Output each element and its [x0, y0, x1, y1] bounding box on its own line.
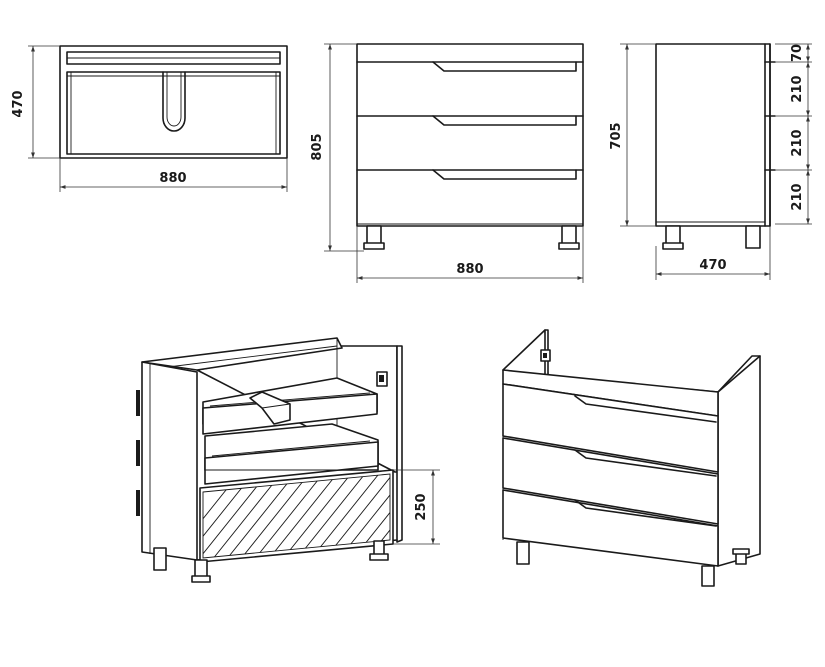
front-width-label: 880 — [456, 262, 483, 277]
side-height-label: 705 — [609, 122, 624, 149]
front-view: 805 880 — [310, 43, 584, 283]
iso-open-middle-drawer-front — [204, 441, 379, 485]
front-drawer-handle — [432, 169, 577, 180]
iso-closed-leg-front-right — [701, 565, 715, 587]
side-drawer-label-3: 210 — [790, 129, 805, 156]
top-depth-label: 470 — [11, 90, 26, 117]
front-drawer-handle — [432, 61, 577, 72]
iso-closed-leg-left — [516, 541, 530, 565]
side-view-outline — [655, 43, 771, 227]
side-view: 705 470 70 210 210 210 — [609, 43, 812, 280]
iso-closed-handle-2 — [574, 449, 717, 477]
side-drawer-label-2: 210 — [790, 75, 805, 102]
side-drawer-label-1: 70 — [790, 44, 805, 62]
side-leg-right — [745, 225, 761, 249]
front-height-label: 805 — [310, 133, 325, 160]
side-depth-label: 470 — [699, 258, 726, 273]
iso-open-top-rail — [141, 337, 343, 371]
front-drawer-handle — [432, 115, 577, 126]
side-drawer-label-4: 210 — [790, 183, 805, 210]
top-view-outline — [59, 45, 288, 159]
iso-closed-handle-1 — [574, 395, 717, 423]
siphon-cutout — [162, 71, 186, 132]
iso-closed-handle-3 — [574, 499, 717, 527]
top-view-inner-box — [66, 71, 281, 155]
top-width-label: 880 — [159, 171, 186, 186]
isometric-closed-view — [502, 329, 761, 587]
iso-open-bottom-drawer — [199, 469, 394, 563]
iso-open-leg-back-left — [153, 547, 167, 571]
iso-closed-right-panel — [717, 355, 761, 567]
iso-drawer-height-label: 250 — [414, 493, 429, 520]
front-view-outline — [356, 43, 584, 227]
isometric-open-view: 250 — [136, 337, 440, 583]
top-view: 470 880 — [11, 45, 288, 192]
